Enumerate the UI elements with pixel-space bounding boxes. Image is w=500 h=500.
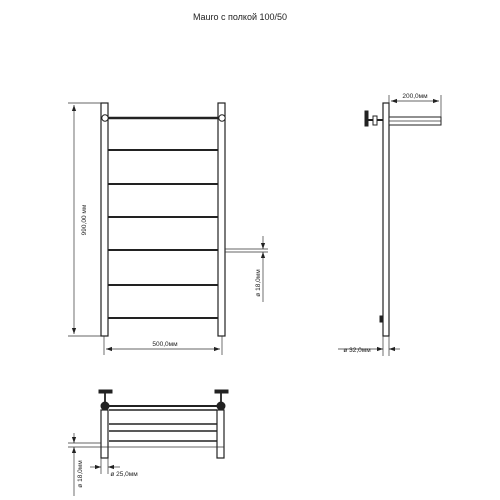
side-view: 200,0мм ø 32,0мм bbox=[338, 93, 442, 356]
rail-diameter-label: ø 32,0мм bbox=[343, 347, 371, 354]
height-label: 990,00 мм bbox=[81, 204, 88, 235]
top-right-frame bbox=[216, 409, 225, 459]
wall-plate bbox=[364, 110, 369, 127]
width-label: 500,0мм bbox=[152, 341, 178, 348]
drawing-title: Mauro с полкой 100/50 bbox=[193, 12, 287, 22]
left-rail bbox=[100, 102, 109, 337]
front-view: 990,00 мм 500,0мм ø 18,0мм bbox=[68, 102, 268, 355]
top-view: ø 18,0мм ø 25,0мм bbox=[68, 389, 229, 496]
crossbars bbox=[108, 149, 218, 319]
right-rail bbox=[217, 102, 226, 337]
bottom-tube-label: ø 18,0мм bbox=[77, 460, 84, 488]
bottom-tube-dimension: ø 18,0мм bbox=[68, 433, 101, 496]
top-shelf-bars bbox=[109, 405, 217, 442]
tube-diameter-dimension: ø 18,0мм bbox=[225, 236, 268, 302]
side-rail bbox=[382, 102, 390, 337]
bottom-pipe-dimension: ø 25,0мм bbox=[90, 458, 138, 478]
shelf-depth-dimension: 200,0мм bbox=[388, 93, 442, 117]
width-dimension: 500,0мм bbox=[103, 336, 223, 355]
height-dimension: 990,00 мм bbox=[68, 102, 101, 337]
rail-diameter-dimension: ø 32,0мм bbox=[338, 336, 400, 356]
tube-front-label: ø 18,0мм bbox=[255, 269, 262, 297]
top-left-cap bbox=[101, 114, 109, 122]
top-left-frame bbox=[100, 409, 109, 459]
bottom-pipe-label: ø 25,0мм bbox=[110, 471, 138, 478]
shelf-depth-label: 200,0мм bbox=[402, 93, 428, 100]
bottom-bracket bbox=[379, 315, 384, 323]
top-right-cap bbox=[218, 114, 226, 122]
